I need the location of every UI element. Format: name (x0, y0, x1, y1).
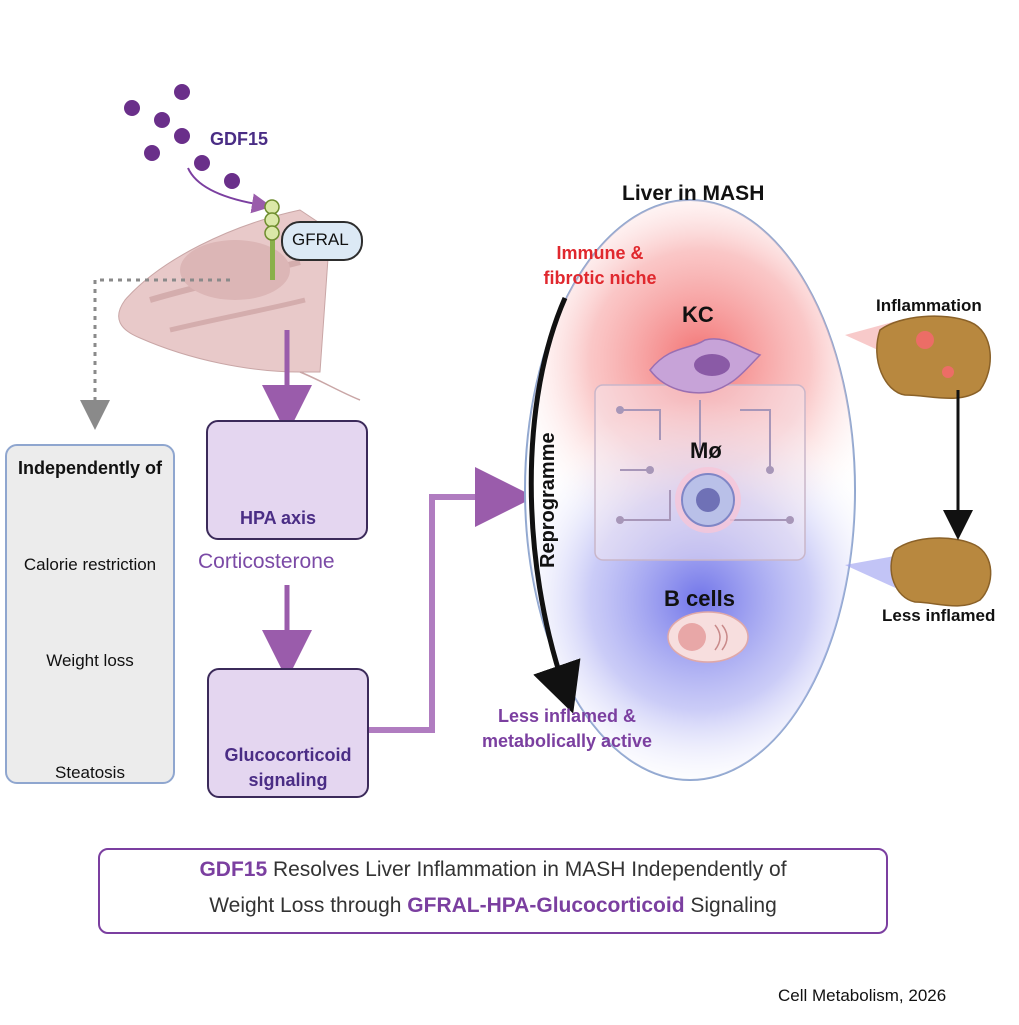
resolved-zoom-callout (845, 555, 900, 590)
kc-label: KC (682, 302, 714, 327)
hpa-axis-label: HPA axis (240, 508, 317, 528)
corticosterone-label: Corticosterone (198, 550, 335, 573)
gdf15-label: GDF15 (210, 129, 269, 149)
summary-line1: GDF15 Resolves Liver Inflammation in MAS… (100, 858, 886, 882)
b-cells-label: B cells (664, 586, 735, 611)
less-inflamed-label: Less inflamed (882, 606, 996, 625)
inflamed-liver-icon (876, 315, 991, 399)
summary-line2: Weight Loss through GFRAL-HPA-Glucocorti… (100, 894, 886, 918)
weight-loss-label: Weight loss (46, 651, 134, 670)
summary-gdf15: GDF15 (199, 858, 268, 881)
independent-title: Independently of (18, 458, 162, 478)
steatosis-label: Steatosis (55, 763, 125, 782)
inflammation-label: Inflammation (876, 296, 982, 315)
macrophage-icon (675, 467, 741, 533)
summary-text2: Weight Loss through (209, 894, 408, 917)
reprogramme-label: Reprogramme (537, 432, 559, 568)
glucocorticoid-label-line1: Glucocorticoid (224, 745, 352, 765)
liver-title: Liver in MASH (622, 182, 765, 205)
calorie-restriction-label: Calorie restriction (23, 555, 157, 574)
mouse-head-illustration (118, 209, 361, 401)
niche-label-line2: fibrotic niche (543, 268, 657, 288)
glucocorticoid-label-line2: signaling (248, 770, 328, 790)
b-cell-icon (667, 611, 749, 663)
macrophage-label: Mø (690, 438, 722, 463)
gdf15-particles (124, 84, 240, 189)
independent-dashed-arrow (80, 278, 230, 430)
summary-text3: Signaling (684, 894, 777, 917)
summary-pathway: GFRAL-HPA-Glucocorticoid (407, 894, 685, 917)
gc-to-liver-arrow (365, 467, 535, 733)
niche-label-line1: Immune & (556, 243, 644, 263)
gdf15-binding-arrow (187, 167, 272, 214)
independent-panel (5, 444, 175, 784)
summary-text1: Resolves Liver Inflammation in MASH Inde… (267, 858, 787, 881)
citation: Cell Metabolism, 2026 (778, 986, 947, 1005)
gfral-label: GFRAL (292, 230, 349, 249)
glucocorticoid-box (207, 668, 369, 798)
hpa-axis-box (206, 420, 368, 540)
outcome-label-line1: Less inflamed & (497, 706, 637, 726)
kupffer-cell-icon (649, 338, 762, 394)
summary-box: GDF15 Resolves Liver Inflammation in MAS… (98, 848, 888, 934)
reprogramme-arrow (528, 296, 581, 714)
outcome-label-line2: metabolically active (481, 731, 653, 751)
gfral-receptor (264, 199, 363, 280)
resolved-liver-icon (890, 537, 992, 607)
